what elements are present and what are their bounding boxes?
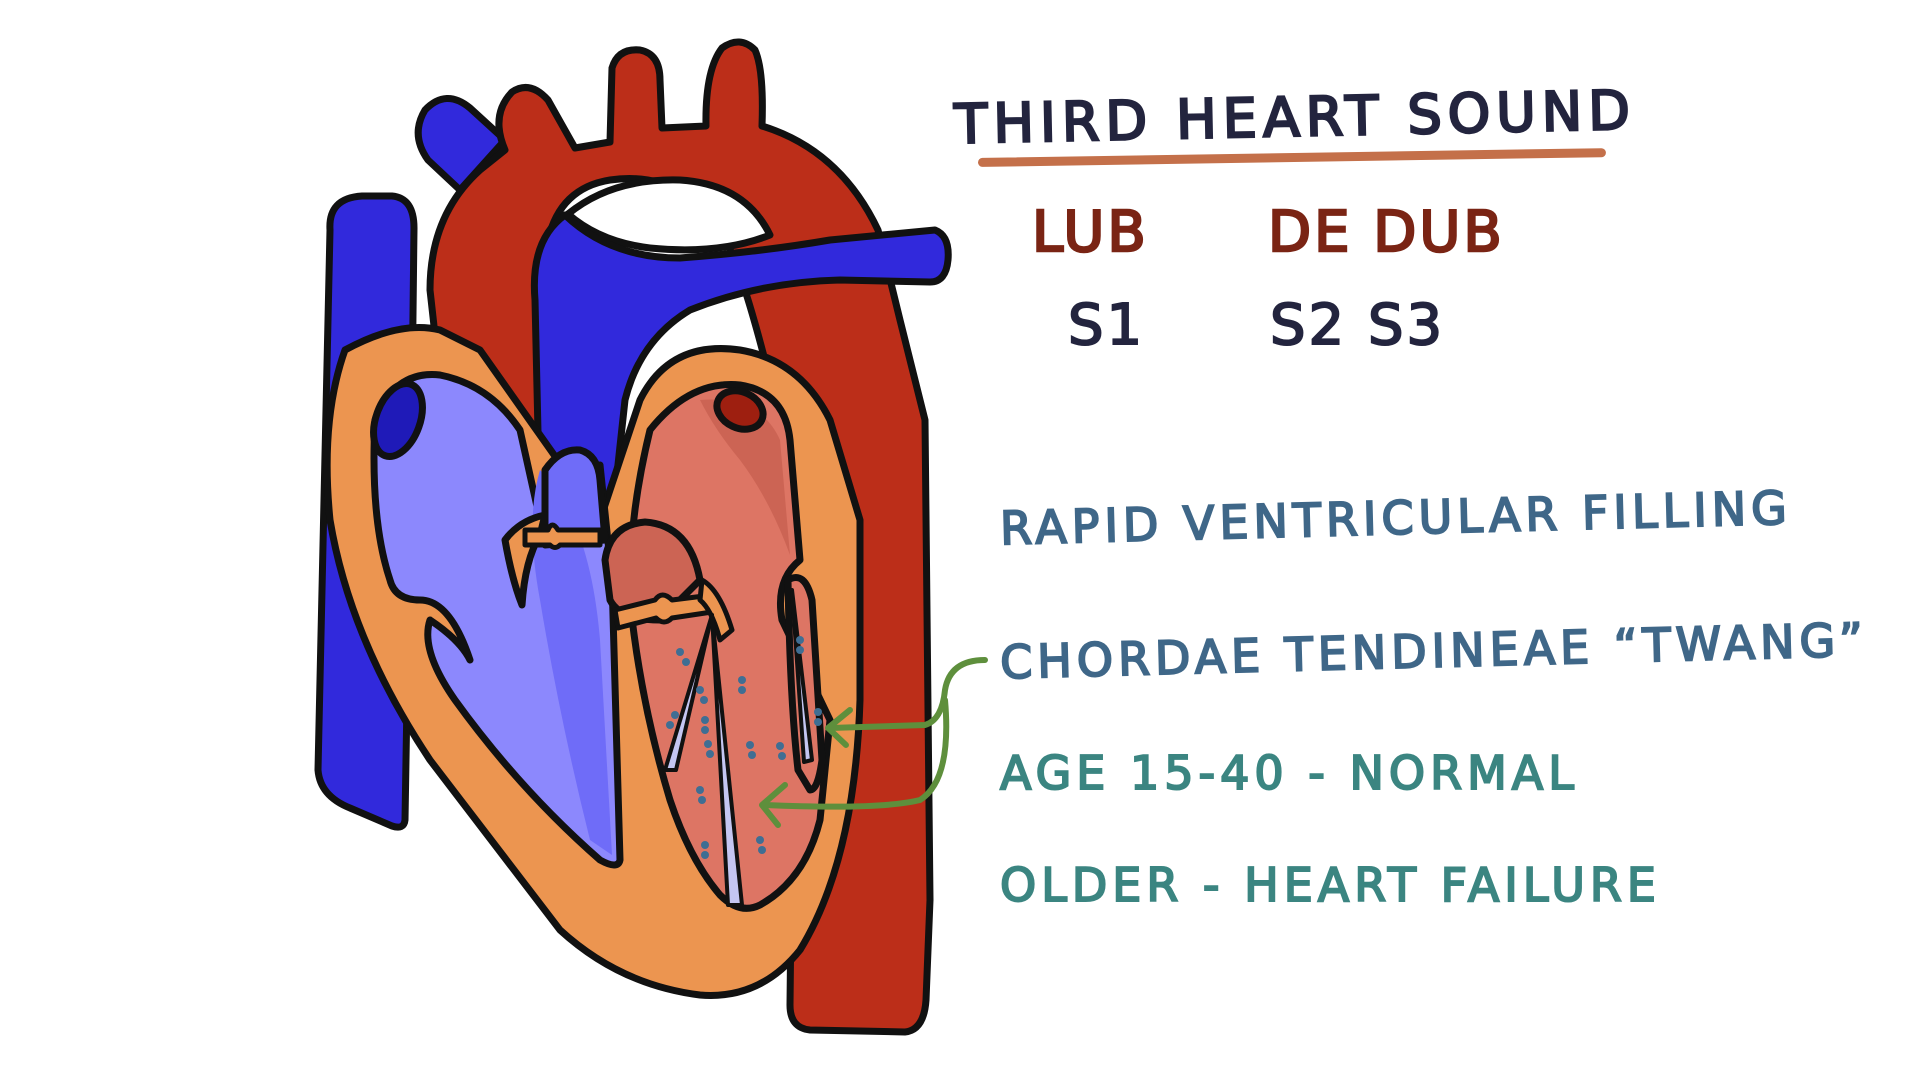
left-ventricle-shade bbox=[700, 399, 790, 555]
right-ventricle-shade bbox=[532, 470, 612, 855]
chordae-tendineae bbox=[790, 588, 814, 764]
pulmonary-vein-opening bbox=[713, 387, 767, 433]
blood-cell-dots bbox=[666, 636, 822, 859]
note-age-normal: Age 15-40 - Normal bbox=[999, 746, 1579, 800]
chordae-pointer-arrow bbox=[759, 657, 988, 828]
pulmonary-artery bbox=[530, 211, 952, 524]
chordae-tendineae bbox=[710, 613, 744, 907]
sound-label-s2-s3: S2 S3 bbox=[1269, 293, 1446, 358]
pulmonary-valve-bulb bbox=[541, 446, 609, 549]
sound-word-de-dub: De dub bbox=[1267, 200, 1505, 265]
note-older-heart-failure: Older - Heart failure bbox=[999, 858, 1661, 912]
arch-inner-gap bbox=[564, 176, 774, 254]
sound-label-s1: S1 bbox=[1067, 293, 1146, 358]
chordae-tendineae bbox=[663, 613, 714, 772]
title: Third Heart Sound bbox=[953, 77, 1638, 157]
right-chambers bbox=[370, 371, 624, 869]
tricuspid-valve-ring bbox=[522, 522, 603, 550]
sound-word-lub: Lub bbox=[1031, 200, 1149, 265]
svc-opening bbox=[370, 380, 426, 460]
mitral-valve-leaflet bbox=[697, 577, 735, 643]
